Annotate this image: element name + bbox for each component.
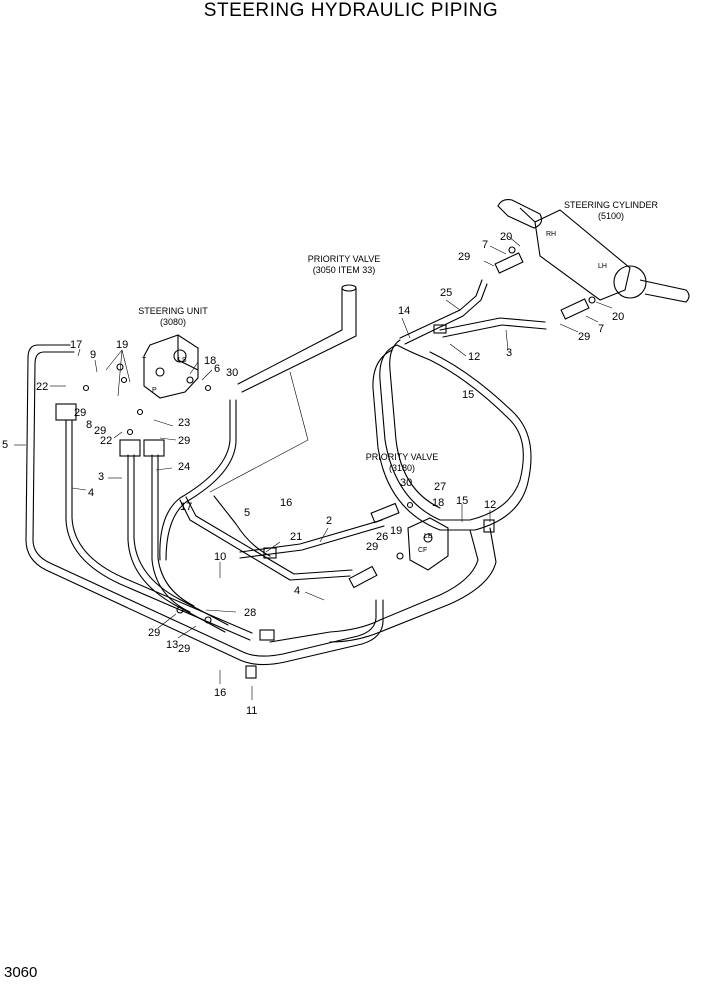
callout-19b: 19 xyxy=(390,525,402,537)
callout-29h: 29 xyxy=(578,331,590,343)
callout-20b: 20 xyxy=(612,311,624,323)
callout-25: 25 xyxy=(440,287,452,299)
port-cf-label: CF xyxy=(418,547,427,554)
priority-valve-top-caption: PRIORITY VALVE xyxy=(308,254,381,264)
port-t-label: T xyxy=(142,357,147,364)
callout-29b: 29 xyxy=(94,425,106,437)
callout-17a: 17 xyxy=(70,339,82,351)
callout-4a: 4 xyxy=(88,487,94,499)
callout-5a: 5 xyxy=(2,439,8,451)
callout-27: 27 xyxy=(434,481,446,493)
callout-29c: 29 xyxy=(178,435,190,447)
callout-numbers: 17 9 19 22 18 6 30 29 8 29 23 22 29 3 24… xyxy=(2,231,624,717)
priority-valve-mid-caption: PRIORITY VALVE xyxy=(366,452,439,462)
port-lh-label: LH xyxy=(598,263,607,270)
components xyxy=(55,199,690,679)
callout-29f: 29 xyxy=(366,541,378,553)
callout-21: 21 xyxy=(290,531,302,543)
callout-20a: 20 xyxy=(500,231,512,243)
callout-23: 23 xyxy=(178,417,190,429)
callout-30a: 30 xyxy=(226,367,238,379)
steering-cylinder-ref: (5100) xyxy=(598,211,624,221)
port-lb-label: LB xyxy=(424,533,433,540)
callout-18a: 18 xyxy=(204,355,216,367)
port-p-label: P xyxy=(152,387,157,394)
callout-30b: 30 xyxy=(400,477,412,489)
callout-24: 24 xyxy=(178,461,190,473)
callout-12a: 12 xyxy=(484,499,496,511)
callout-9: 9 xyxy=(90,349,96,361)
callout-10: 10 xyxy=(214,551,226,563)
callout-11: 11 xyxy=(246,705,257,717)
callout-3a: 3 xyxy=(98,471,104,483)
priority-valve-top-ref: (3050 ITEM 33) xyxy=(313,265,376,275)
callout-3b: 3 xyxy=(506,347,512,359)
page-number: 3060 xyxy=(4,964,38,981)
port-ls-label: LS xyxy=(178,357,187,364)
callout-7a: 7 xyxy=(482,239,488,251)
callout-22b: 22 xyxy=(100,435,112,447)
callout-4b: 4 xyxy=(294,585,300,597)
priority-valve-mid-ref: (3180) xyxy=(389,463,415,473)
callout-29e: 29 xyxy=(178,643,190,655)
callout-7b: 7 xyxy=(598,323,604,335)
pipe-routing xyxy=(25,279,547,666)
steering-cylinder-caption: STEERING CYLINDER xyxy=(564,200,659,210)
callout-22a: 22 xyxy=(36,381,48,393)
callout-26: 26 xyxy=(376,531,388,543)
callout-12b: 12 xyxy=(468,351,480,363)
callout-28: 28 xyxy=(244,607,256,619)
port-rh-label: RH xyxy=(546,231,556,238)
callout-5b: 5 xyxy=(244,507,250,519)
callout-18b: 18 xyxy=(432,497,444,509)
callout-14: 14 xyxy=(398,305,410,317)
callout-13: 13 xyxy=(166,639,178,651)
steering-unit-caption: STEERING UNIT xyxy=(138,306,208,316)
page-title: STEERING HYDRAULIC PIPING xyxy=(203,0,499,21)
callout-2: 2 xyxy=(326,515,332,527)
callout-16b: 16 xyxy=(214,687,226,699)
callout-19a: 19 xyxy=(116,339,128,351)
callout-15b: 15 xyxy=(462,389,474,401)
callout-15a: 15 xyxy=(456,495,468,507)
callout-29a: 29 xyxy=(74,407,86,419)
steering-unit-ref: (3080) xyxy=(160,317,186,327)
callout-29g: 29 xyxy=(458,251,470,263)
callout-8: 8 xyxy=(86,419,92,431)
callout-16a: 16 xyxy=(280,497,292,509)
callout-17b: 17 xyxy=(180,501,192,513)
callout-29d: 29 xyxy=(148,627,160,639)
callout-6: 6 xyxy=(214,363,220,375)
